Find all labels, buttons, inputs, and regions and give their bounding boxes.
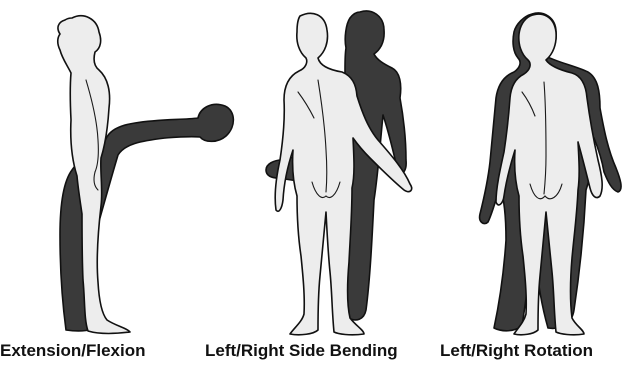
panel-side-bending: [266, 11, 412, 335]
panel-rotation: [480, 13, 621, 335]
panel-extension-flexion: [58, 16, 234, 334]
standing-figure-back-view: [275, 13, 411, 334]
caption-side-bending: Left/Right Side Bending: [205, 341, 415, 361]
caption-extension-flexion: Extension/Flexion: [0, 341, 190, 361]
caption-rotation: Left/Right Rotation: [440, 341, 626, 361]
